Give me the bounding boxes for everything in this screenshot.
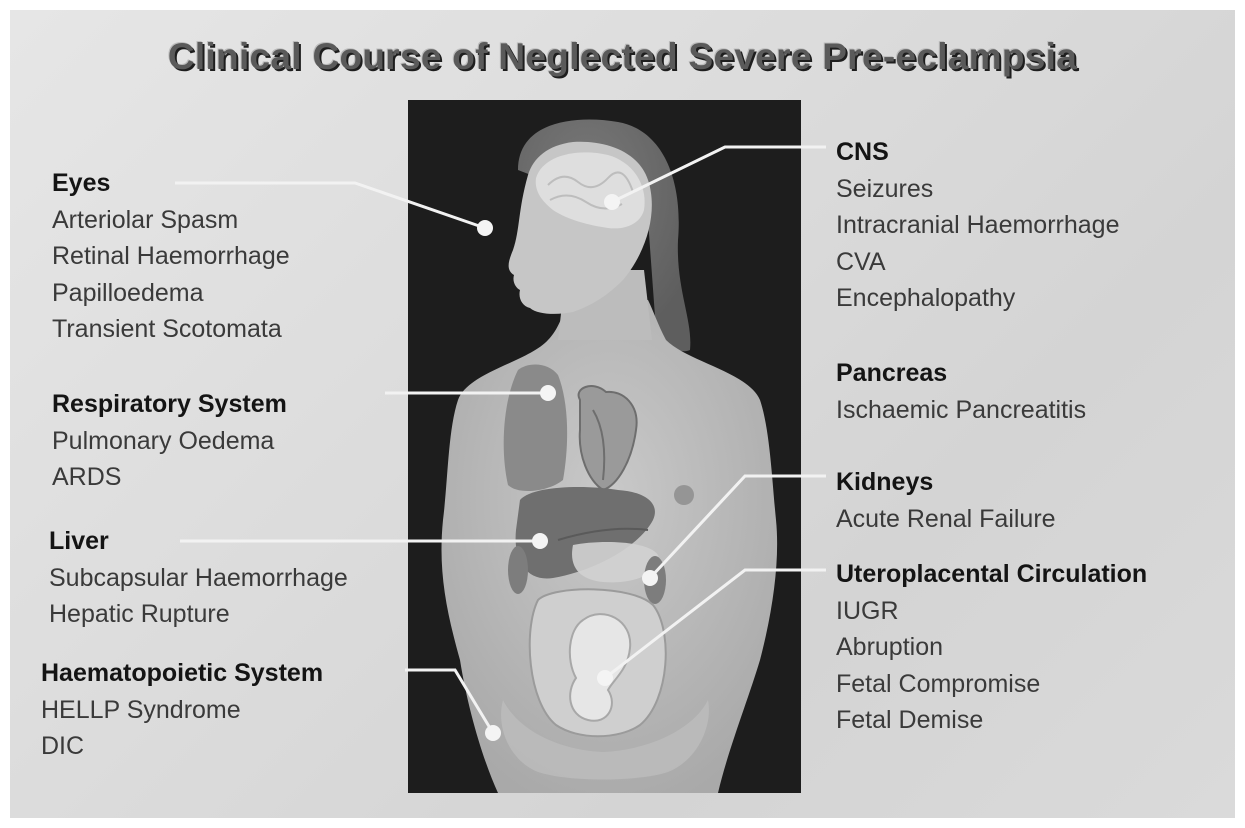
female-body-illustration xyxy=(408,100,801,793)
label-item: Pulmonary Oedema xyxy=(52,423,287,460)
label-group-respiratory: Respiratory System Pulmonary Oedema ARDS xyxy=(52,386,287,496)
label-item: Fetal Demise xyxy=(836,702,1147,739)
label-group-liver: Liver Subcapsular Haemorrhage Hepatic Ru… xyxy=(49,523,348,633)
label-heading-liver: Liver xyxy=(49,523,348,560)
label-item: Transient Scotomata xyxy=(52,311,290,348)
lung-shape xyxy=(504,365,567,492)
label-item: Arteriolar Spasm xyxy=(52,202,290,239)
label-heading-respiratory: Respiratory System xyxy=(52,386,287,423)
label-item: Ischaemic Pancreatitis xyxy=(836,392,1086,429)
label-item: CVA xyxy=(836,244,1119,281)
label-heading-pancreas: Pancreas xyxy=(836,355,1086,392)
kidney-right-shape xyxy=(644,556,666,604)
label-heading-kidneys: Kidneys xyxy=(836,464,1056,501)
label-item: Intracranial Haemorrhage xyxy=(836,207,1119,244)
label-item: Encephalopathy xyxy=(836,280,1119,317)
label-item: Seizures xyxy=(836,171,1119,208)
label-item: HELLP Syndrome xyxy=(41,692,323,729)
label-group-haematopoietic: Haematopoietic System HELLP Syndrome DIC xyxy=(41,655,323,765)
label-item: ARDS xyxy=(52,459,287,496)
label-item: Fetal Compromise xyxy=(836,666,1147,703)
label-item: Abruption xyxy=(836,629,1147,666)
body-illustration-panel xyxy=(408,100,801,793)
label-item: IUGR xyxy=(836,593,1147,630)
label-heading-uteroplacental: Uteroplacental Circulation xyxy=(836,556,1147,593)
label-heading-haematopoietic: Haematopoietic System xyxy=(41,655,323,692)
label-group-pancreas: Pancreas Ischaemic Pancreatitis xyxy=(836,355,1086,428)
label-item: Hepatic Rupture xyxy=(49,596,348,633)
label-item: Retinal Haemorrhage xyxy=(52,238,290,275)
breast-shape xyxy=(674,485,694,505)
slide-title: Clinical Course of Neglected Severe Pre-… xyxy=(0,38,1245,75)
label-heading-cns: CNS xyxy=(836,134,1119,171)
label-item: Papilloedema xyxy=(52,275,290,312)
label-group-uteroplacental: Uteroplacental Circulation IUGR Abruptio… xyxy=(836,556,1147,739)
label-group-eyes: Eyes Arteriolar Spasm Retinal Haemorrhag… xyxy=(52,165,290,348)
label-item: Acute Renal Failure xyxy=(836,501,1056,538)
label-group-kidneys: Kidneys Acute Renal Failure xyxy=(836,464,1056,537)
kidney-left-shape xyxy=(508,546,528,594)
label-group-cns: CNS Seizures Intracranial Haemorrhage CV… xyxy=(836,134,1119,317)
label-item: DIC xyxy=(41,728,323,765)
label-item: Subcapsular Haemorrhage xyxy=(49,560,348,597)
label-heading-eyes: Eyes xyxy=(52,165,290,202)
